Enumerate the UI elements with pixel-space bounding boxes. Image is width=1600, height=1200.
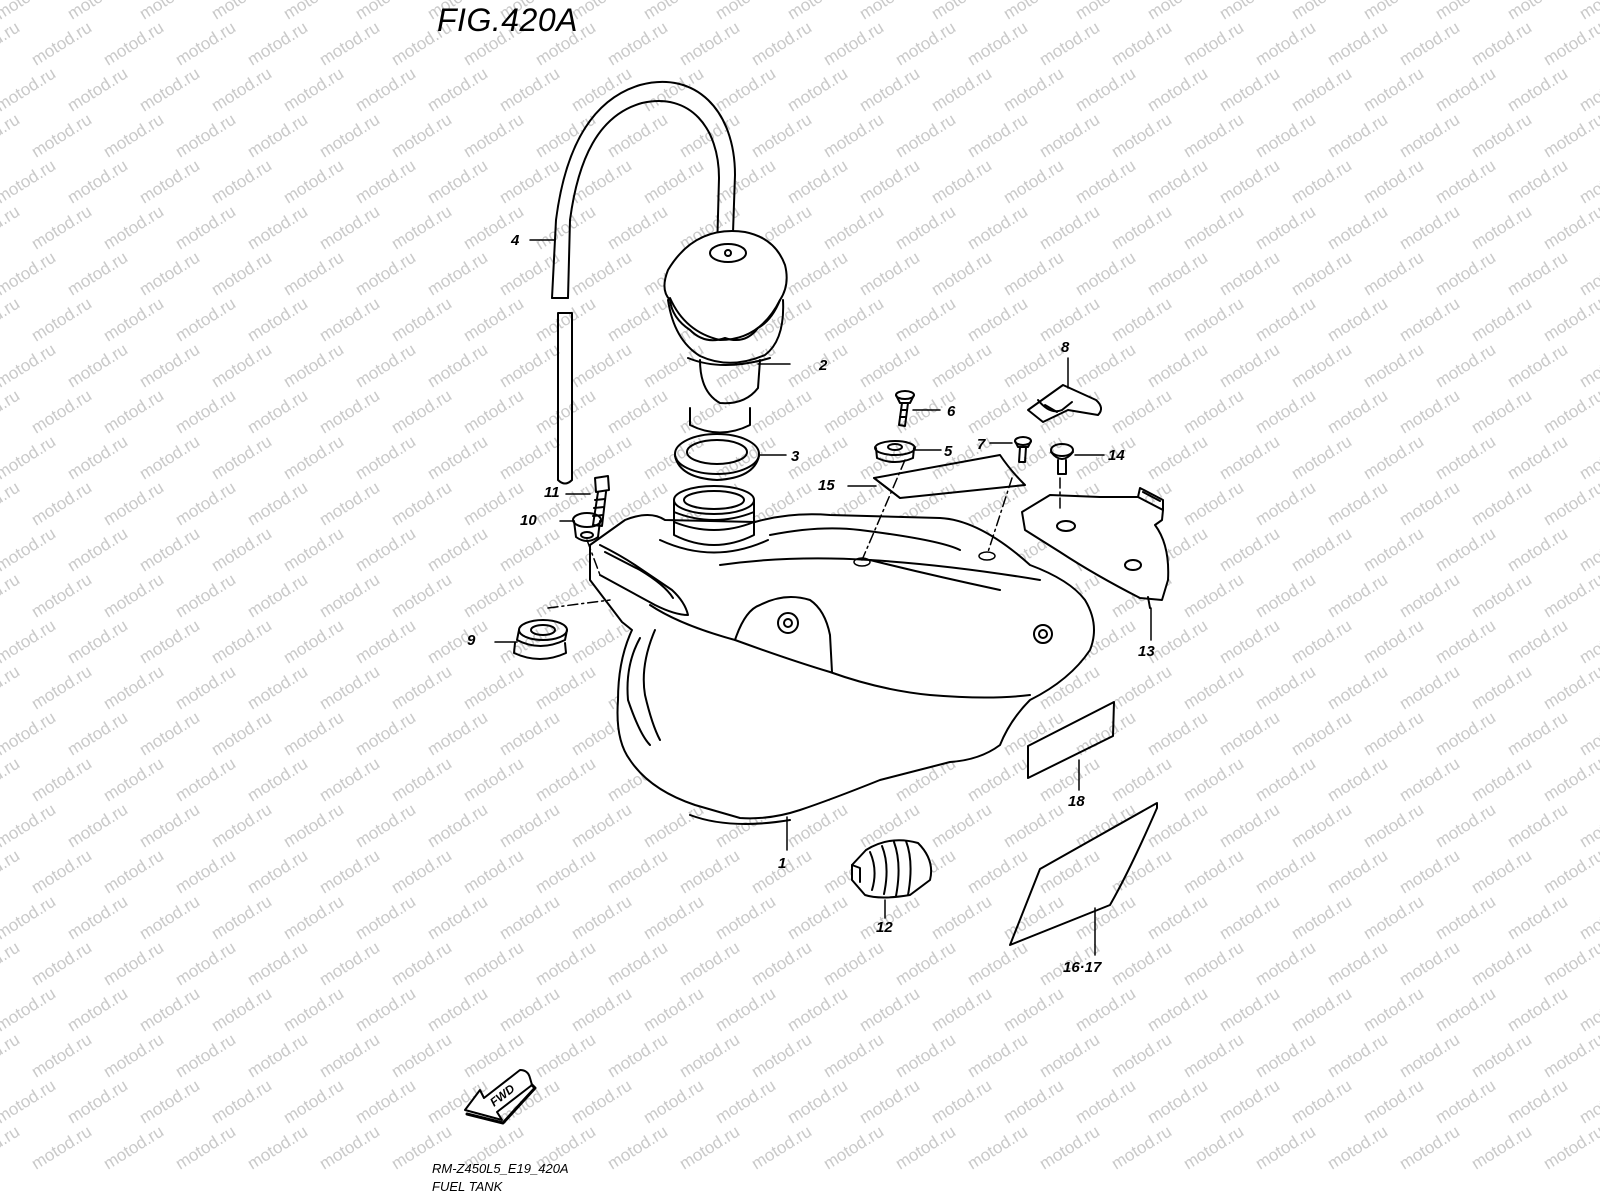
figure-code: RM-Z450L5_E19_420A — [432, 1161, 569, 1176]
bolt-14[interactable] — [1050, 443, 1074, 475]
callout-16-17: 16·17 — [1063, 959, 1102, 976]
callout-15: 15 — [818, 477, 835, 494]
filler-neck — [659, 485, 769, 554]
fuel-cap[interactable] — [663, 230, 788, 434]
screw-7[interactable] — [1014, 436, 1032, 463]
screw-6[interactable] — [895, 390, 915, 427]
callout-2: 2 — [818, 357, 828, 374]
cap-gasket[interactable] — [674, 433, 760, 481]
tank-mount-holes — [853, 551, 996, 567]
callout-1: 1 — [778, 855, 786, 872]
callout-10: 10 — [520, 512, 537, 529]
callout-7: 7 — [977, 436, 986, 453]
callout-3: 3 — [791, 448, 800, 465]
cushion-collar[interactable] — [874, 440, 916, 463]
figure-name: FUEL TANK — [432, 1179, 503, 1194]
fwd-direction-arrow: FWD — [464, 1069, 537, 1125]
tank-cushion[interactable] — [873, 454, 1026, 499]
callout-6: 6 — [947, 403, 956, 420]
tank-bracket[interactable] — [1021, 487, 1170, 609]
label-sheet-16-17[interactable] — [1009, 802, 1158, 946]
callout-5: 5 — [944, 443, 953, 460]
figure-title: FIG.420A — [437, 2, 578, 38]
collar[interactable] — [572, 512, 602, 542]
callout-11: 11 — [544, 484, 560, 501]
callout-4: 4 — [510, 232, 520, 249]
fuel-tank[interactable] — [589, 513, 1095, 825]
grommet[interactable] — [513, 619, 568, 660]
callout-9: 9 — [467, 632, 476, 649]
warning-label-18[interactable] — [1027, 701, 1115, 779]
figure-footer: RM-Z450L5_E19_420A FUEL TANK — [432, 1160, 569, 1196]
leader-lines — [494, 239, 1152, 956]
callout-14: 14 — [1108, 447, 1125, 464]
mounting-bolt[interactable] — [592, 475, 610, 527]
callout-12: 12 — [876, 919, 893, 936]
alignment-lines — [547, 459, 1061, 609]
callout-8: 8 — [1061, 339, 1070, 356]
callout-13: 13 — [1138, 643, 1155, 660]
callout-18: 18 — [1068, 793, 1085, 810]
clip[interactable] — [1027, 384, 1102, 423]
damper[interactable] — [851, 839, 933, 899]
